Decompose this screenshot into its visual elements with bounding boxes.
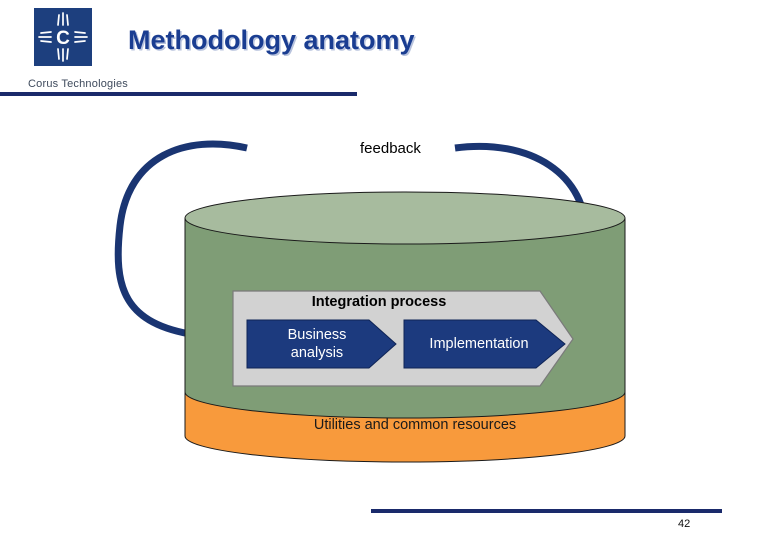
- logo-block: C Corus Technologies: [28, 8, 148, 92]
- footer-divider: [371, 509, 722, 513]
- implementation-label: Implementation: [429, 336, 529, 352]
- business-analysis-chevron: [246, 319, 397, 369]
- corus-sun-c-logo-icon: C: [34, 8, 92, 66]
- header-divider: [0, 92, 357, 96]
- page-title: Methodology anatomy: [128, 25, 415, 55]
- page-number: 42: [678, 518, 691, 530]
- business-analysis-label-line1: Business: [287, 326, 347, 343]
- cylinder-top-ellipse: [184, 191, 626, 245]
- implementation-chevron: [403, 319, 566, 369]
- business-analysis-label-line2: analysis: [290, 345, 344, 361]
- utilities-label: Utilities and common resources: [313, 417, 517, 433]
- business-analysis-label: Business analysis: [247, 321, 387, 367]
- methodology-anatomy-diagram: [0, 96, 780, 496]
- svg-text:C: C: [56, 28, 70, 49]
- feedback-label: feedback: [360, 140, 421, 157]
- brand-name: Corus Technologies: [28, 78, 129, 90]
